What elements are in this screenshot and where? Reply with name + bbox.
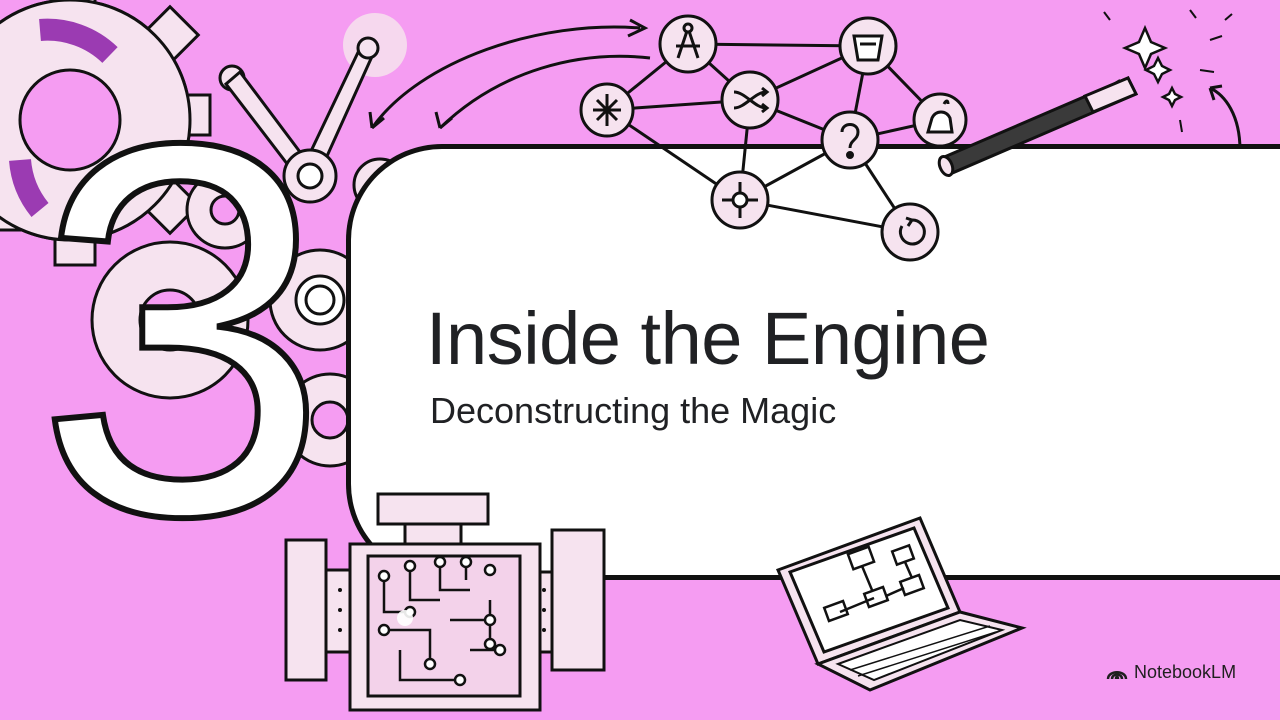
dial-hands-icon bbox=[218, 13, 407, 204]
bucket-icon bbox=[838, 16, 898, 76]
notebooklm-logo-icon bbox=[1106, 671, 1128, 680]
slide-subtitle: Deconstructing the Magic bbox=[430, 390, 837, 431]
brand-name: NotebookLM bbox=[1134, 661, 1237, 682]
slide-title: Inside the Engine bbox=[426, 297, 990, 380]
content-panel bbox=[346, 144, 1280, 580]
refresh-icon bbox=[880, 202, 940, 262]
large-gear-icon bbox=[0, 0, 212, 267]
magic-wand-icon bbox=[937, 76, 1139, 177]
circuit-valve-icon bbox=[284, 492, 606, 712]
shuffle-icon bbox=[720, 70, 780, 130]
gear-icon bbox=[90, 157, 408, 468]
snowflake-icon bbox=[579, 82, 635, 138]
compass-icon bbox=[658, 14, 718, 74]
network-nodes bbox=[579, 14, 968, 262]
curved-arrows bbox=[368, 18, 651, 130]
target-arrows-icon bbox=[710, 170, 770, 230]
section-number: 3 bbox=[32, 34, 333, 626]
question-mark-icon bbox=[820, 110, 880, 170]
brand-mark: NotebookLM bbox=[1106, 660, 1236, 684]
network-graph bbox=[606, 42, 942, 234]
sparkle-icon bbox=[1121, 24, 1184, 109]
laptop-icon bbox=[776, 516, 1027, 692]
cloud-drop-icon bbox=[912, 92, 968, 148]
